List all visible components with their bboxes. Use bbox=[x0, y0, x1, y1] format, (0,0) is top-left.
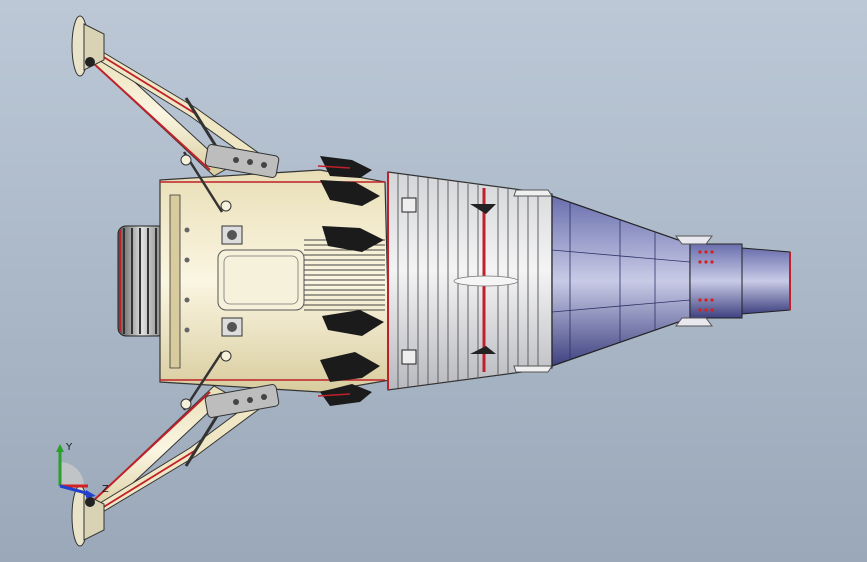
landing-leg-upper[interactable] bbox=[71, 15, 280, 213]
thruster-cluster-bottom[interactable] bbox=[317, 310, 384, 406]
z-axis-arrow bbox=[86, 490, 96, 498]
landing-pad-upper bbox=[71, 15, 105, 77]
docking-nose[interactable] bbox=[675, 235, 791, 327]
conical-adapter[interactable] bbox=[551, 195, 691, 367]
service-module[interactable] bbox=[159, 169, 391, 393]
engine-nozzle[interactable] bbox=[117, 225, 167, 337]
coordinate-triad: Y Z bbox=[56, 442, 109, 498]
landing-pad-lower bbox=[71, 485, 105, 547]
thruster-cluster-top[interactable] bbox=[317, 156, 384, 252]
triad-plane bbox=[60, 462, 84, 486]
y-axis-arrow bbox=[56, 444, 64, 452]
landing-leg-lower[interactable] bbox=[71, 350, 280, 547]
descent-module-hull[interactable] bbox=[387, 171, 553, 391]
y-axis-label: Y bbox=[65, 442, 73, 453]
z-axis bbox=[59, 484, 91, 496]
z-axis-label: Z bbox=[102, 484, 109, 495]
